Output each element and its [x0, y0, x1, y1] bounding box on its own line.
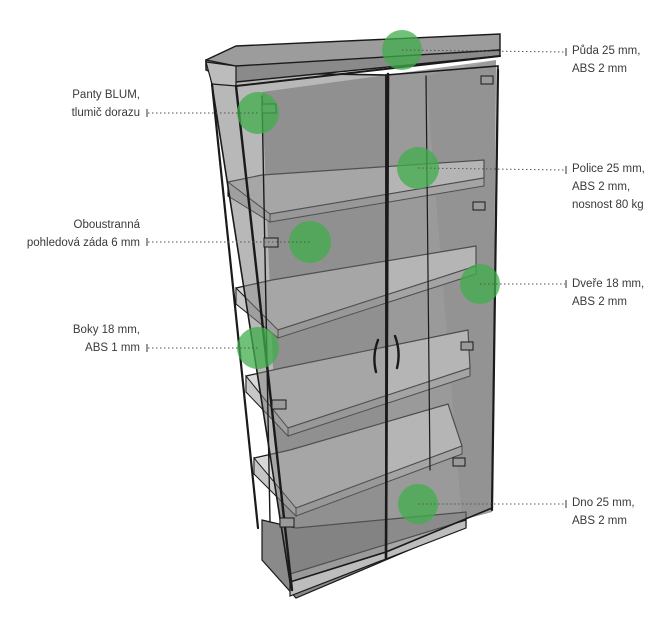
callout-bottom-line-2: ABS 2 mm: [572, 515, 627, 527]
callout-sides-line-2: ABS 1 mm: [85, 342, 140, 354]
hinge-icon: [480, 75, 494, 85]
callout-doors-line-2: ABS 2 mm: [572, 296, 627, 308]
bottom-plinth-front: [289, 519, 467, 597]
callout-bottom: Dno 25 mm, ABS 2 mm: [572, 494, 635, 530]
callout-hinges: Panty BLUM, tlumič dorazu: [72, 86, 140, 122]
hinge-icon: [472, 201, 486, 211]
callout-doors-line-1: Dveře 18 mm,: [572, 278, 645, 290]
callout-sides-line-1: Boky 18 mm,: [72, 324, 140, 336]
marker-sides: [237, 327, 279, 369]
callout-back-panel-line-1: Oboustranná: [73, 219, 141, 231]
callout-hinges-line-2: tlumič dorazu: [71, 107, 140, 119]
right-glass-door: [385, 65, 499, 554]
hinge-icon: [263, 237, 279, 248]
top-panel: [205, 33, 501, 87]
leader-end-ticks: [146, 48, 567, 508]
hinge-icon: [460, 341, 474, 351]
hinge-icon: [452, 457, 466, 467]
left-handle-icon: [373, 338, 380, 374]
callout-shelves-line-1: Police 25 mm,: [572, 163, 645, 175]
marker-hinges: [237, 92, 279, 134]
callout-sides: Boky 18 mm, ABS 1 mm: [73, 321, 140, 357]
callout-back-panel: Oboustranná pohledová záda 6 mm: [27, 216, 140, 252]
leader-shelves: [417, 167, 566, 171]
right-handle-icon: [393, 334, 400, 370]
callout-shelves-line-3: nosnost 80 kg: [572, 199, 644, 211]
callout-shelves: Police 25 mm, ABS 2 mm, nosnost 80 kg: [572, 160, 645, 214]
callout-shelves-line-2: ABS 2 mm,: [572, 181, 631, 193]
leader-lines: [148, 49, 566, 505]
callout-top: Půda 25 mm, ABS 2 mm: [572, 42, 640, 78]
door-handles: [373, 334, 400, 374]
callout-bottom-line-1: Dno 25 mm,: [572, 497, 635, 509]
callout-top-line-2: ABS 2 mm: [572, 63, 627, 75]
callout-hinges-line-1: Panty BLUM,: [72, 89, 140, 101]
callout-doors: Dveře 18 mm, ABS 2 mm: [572, 275, 644, 311]
hinge-icon: [271, 399, 287, 410]
marker-back-panel: [289, 221, 331, 263]
callout-back-panel-line-2: pohledová záda 6 mm: [26, 237, 140, 249]
hinge-icon: [279, 517, 295, 528]
callout-top-line-1: Půda 25 mm,: [572, 45, 641, 57]
